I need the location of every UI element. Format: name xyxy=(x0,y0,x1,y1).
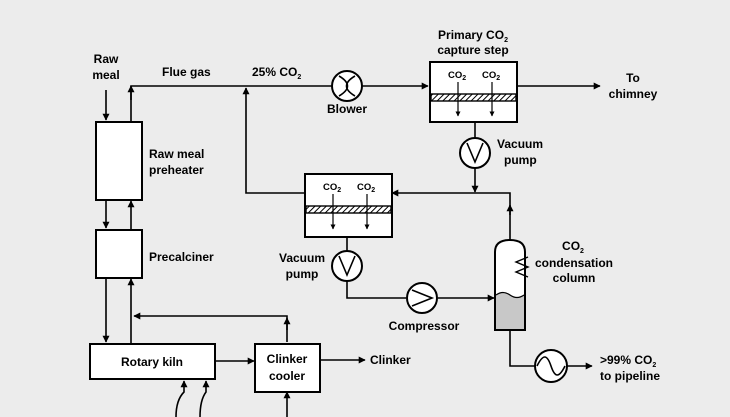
co2-25-label: 25% CO2 xyxy=(252,65,301,81)
preheater-label-1: Raw meal xyxy=(149,147,204,161)
pipeline-label-1: >99% CO2 xyxy=(600,353,656,369)
column-bottom-line xyxy=(509,330,535,367)
vacuum-pump-mid-label-1: Vacuum xyxy=(279,251,325,265)
secondary-capture-unit xyxy=(304,173,393,238)
condensation-label-3: column xyxy=(553,271,596,285)
kiln-input-left xyxy=(175,380,188,417)
recycle-line xyxy=(242,87,305,194)
vacuum-pump-top-icon xyxy=(459,137,491,169)
blower-label: Blower xyxy=(327,102,367,116)
membrane-co2-label: CO2 xyxy=(323,182,341,194)
vacuum-pump-top-label-1: Vacuum xyxy=(497,137,543,151)
vacuum-pump-mid-label-2: pump xyxy=(286,267,319,281)
pump-to-compressor-line xyxy=(346,281,406,299)
raw-meal-label-2: meal xyxy=(92,68,119,82)
heat-exchanger-icon xyxy=(534,349,568,383)
flue-gas-label: Flue gas xyxy=(162,65,211,79)
flow-lines xyxy=(102,82,601,417)
membrane-co2-label: CO2 xyxy=(357,182,375,194)
clinker-cooler-label-1: Clinker xyxy=(267,352,308,366)
vacuum-pump-top-label-2: pump xyxy=(504,153,537,167)
compressor-icon xyxy=(406,282,438,314)
kiln-input-right xyxy=(199,380,210,417)
flue-gas-line xyxy=(130,85,333,122)
raw-meal-preheater-box xyxy=(95,121,143,201)
rotary-kiln-box xyxy=(89,343,216,380)
clinker-cooler-label-2: cooler xyxy=(269,369,305,383)
clinker-cooler-box xyxy=(254,343,321,393)
clinker-label: Clinker xyxy=(370,353,411,367)
tertiary-air-line xyxy=(133,312,288,342)
condensation-label-2: condensation xyxy=(535,256,613,270)
primary-capture-unit xyxy=(429,61,518,123)
column-recycle-line xyxy=(391,189,511,240)
condensation-column xyxy=(494,238,530,331)
primary-capture-label-1: Primary CO2 xyxy=(438,28,508,44)
compressor-label: Compressor xyxy=(389,319,460,333)
raw-meal-label-1: Raw xyxy=(94,52,119,66)
primary-capture-label-2: capture step xyxy=(437,43,508,57)
preheater-label-2: preheater xyxy=(149,163,204,177)
condensation-label-1: CO2 xyxy=(562,239,584,255)
to-chimney-label-2: chimney xyxy=(609,87,658,101)
rotary-kiln-label: Rotary kiln xyxy=(121,355,183,369)
membrane-co2-label: CO2 xyxy=(482,70,500,82)
precalciner-label: Precalciner xyxy=(149,250,214,264)
to-chimney-label-1: To xyxy=(626,71,640,85)
cooling-coil-icon xyxy=(514,256,530,278)
precalciner-box xyxy=(95,229,143,279)
vacuum-pump-mid-icon xyxy=(331,250,363,282)
blower-icon xyxy=(331,70,363,102)
pipeline-label-2: to pipeline xyxy=(600,369,660,383)
membrane-co2-label: CO2 xyxy=(448,70,466,82)
